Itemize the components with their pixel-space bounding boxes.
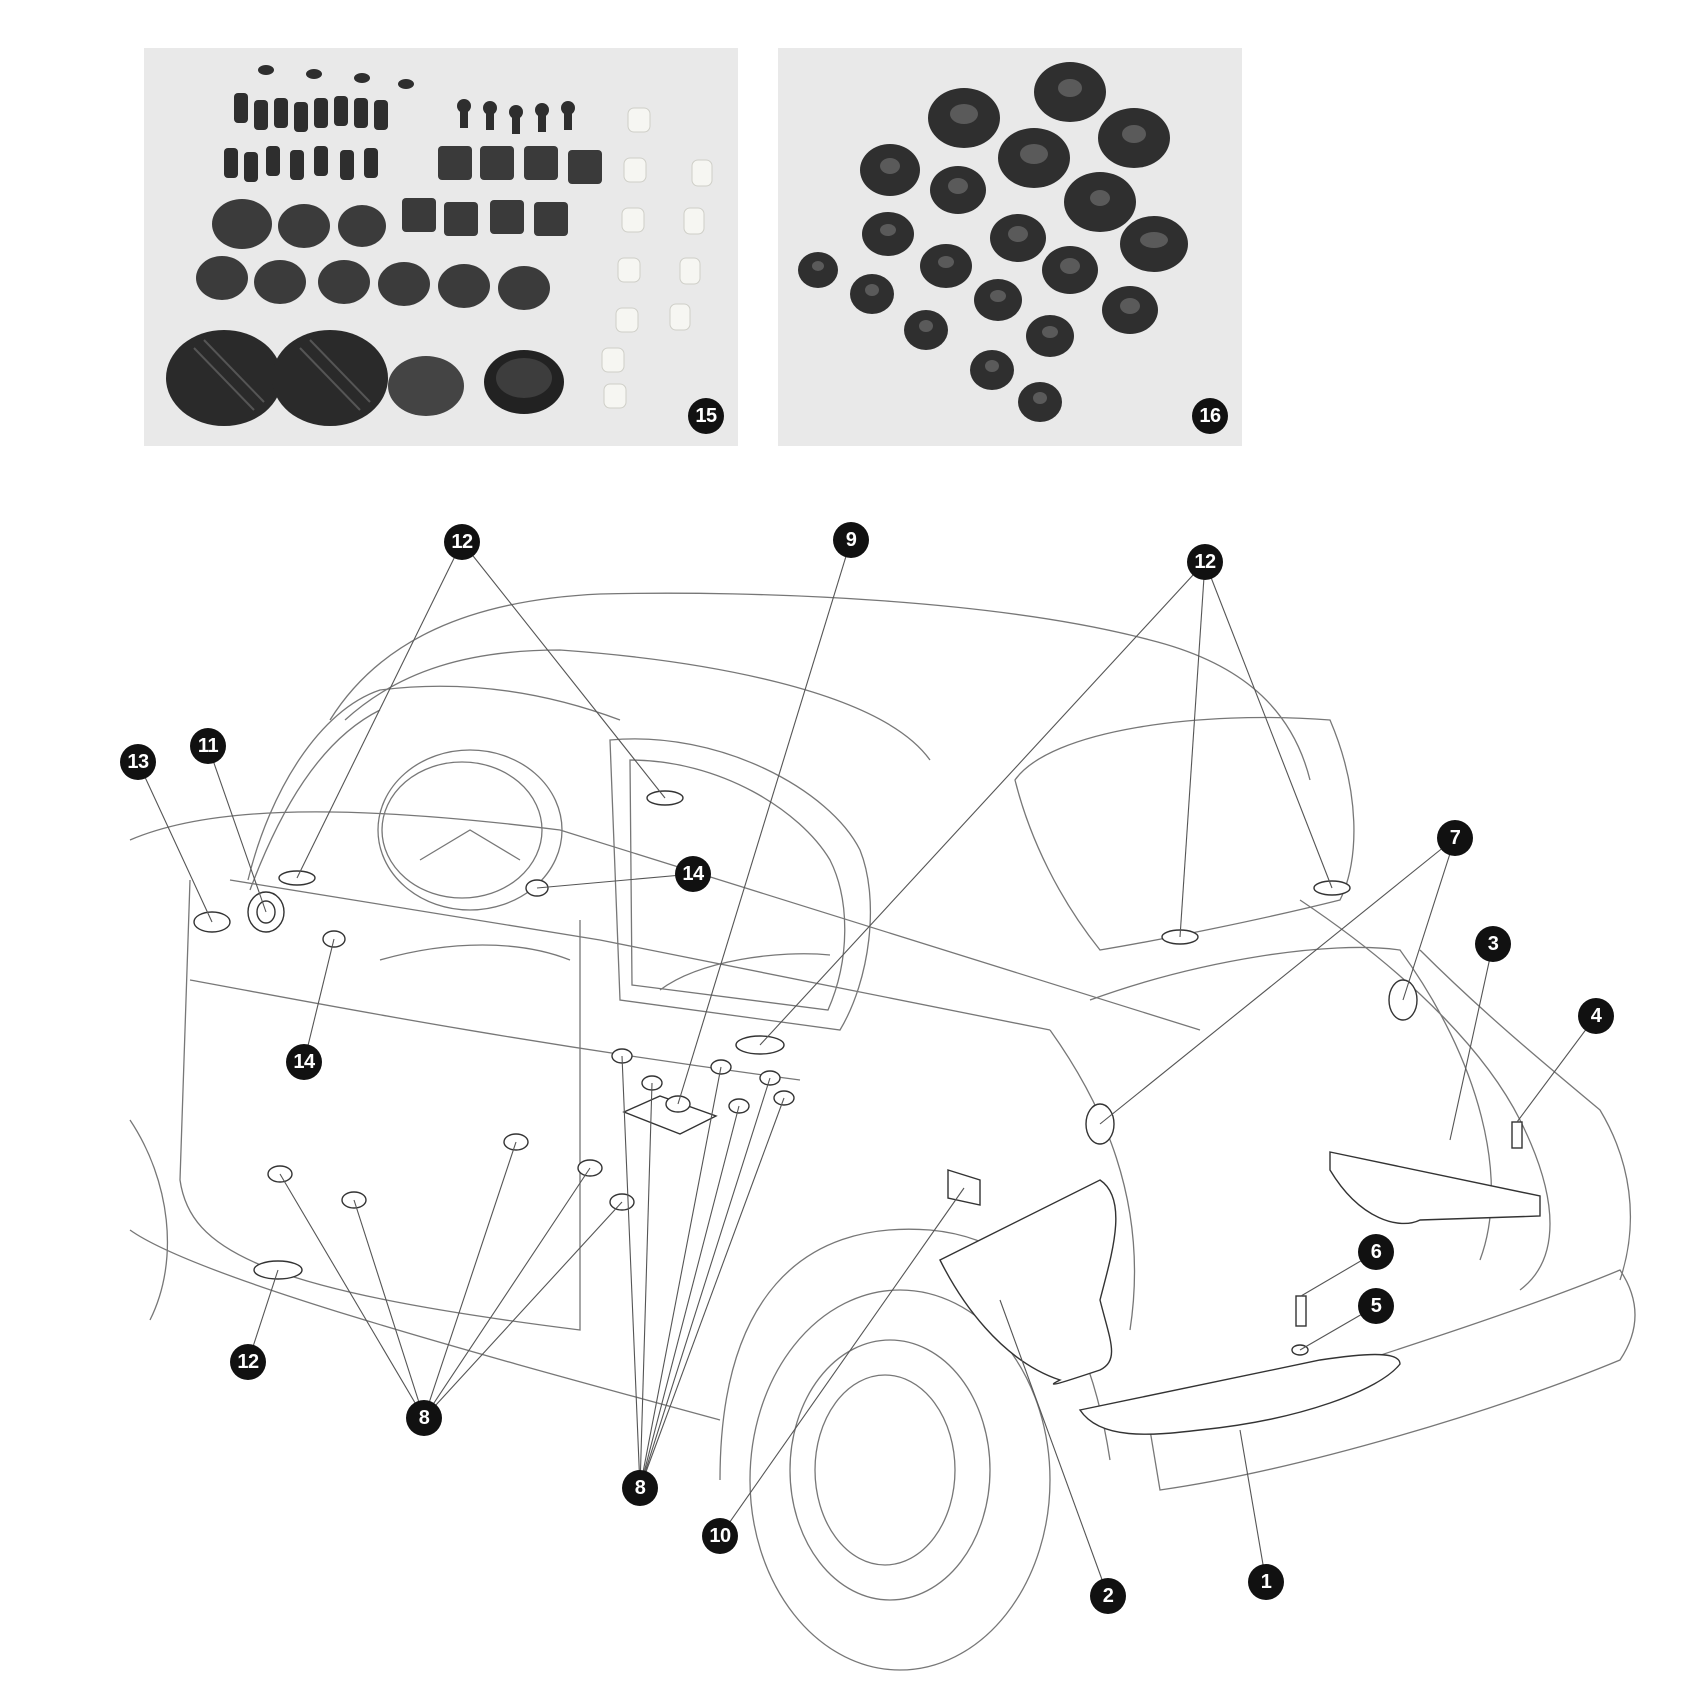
- clips-plugs-photo-illustration: [166, 65, 713, 426]
- callout-14: 14: [286, 1044, 322, 1080]
- callout-5: 5: [1358, 1288, 1394, 1324]
- front-wheel: [129, 1119, 169, 1321]
- callout-12: 12: [230, 1344, 266, 1380]
- photo-panel-grommets: 16: [778, 48, 1242, 446]
- callout-10: 10: [702, 1518, 738, 1554]
- steering-wheel: [377, 749, 563, 911]
- callout-14: 14: [675, 856, 711, 892]
- callout-11: 11: [190, 728, 226, 764]
- callout-8: 8: [406, 1400, 442, 1436]
- photo-label-15: 15: [688, 398, 724, 434]
- callout-4: 4: [1578, 998, 1614, 1034]
- windshield-frame: [247, 685, 621, 881]
- callout-13: 13: [120, 744, 156, 780]
- callout-6: 6: [1358, 1234, 1394, 1270]
- grommets-photo-illustration: [798, 62, 1188, 422]
- door-window: [609, 738, 872, 1031]
- rear-window: [1014, 716, 1355, 951]
- callout-12: 12: [444, 524, 480, 560]
- photo-label-16: 16: [1192, 398, 1228, 434]
- callout-3: 3: [1475, 926, 1511, 962]
- callout-1: 1: [1248, 1564, 1284, 1600]
- callout-12: 12: [1187, 544, 1223, 580]
- callout-2: 2: [1090, 1578, 1126, 1614]
- callout-7: 7: [1437, 820, 1473, 856]
- photo-panel-clips-plugs: 15: [144, 48, 738, 446]
- callout-8: 8: [622, 1470, 658, 1506]
- roof-outline: [329, 592, 1311, 781]
- rear-wheel: [749, 1289, 1051, 1671]
- callout-9: 9: [833, 522, 869, 558]
